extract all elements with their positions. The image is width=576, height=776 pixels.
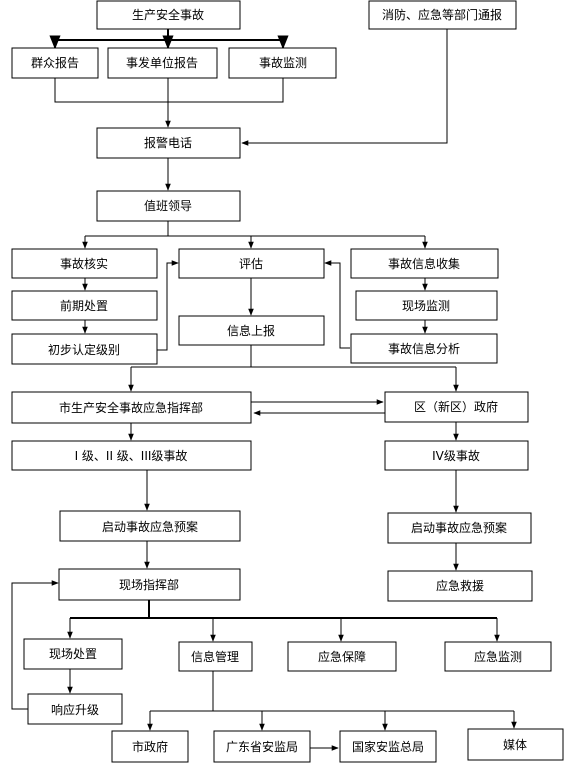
svg-text:消防、应急等部门通报: 消防、应急等部门通报: [382, 7, 502, 22]
svg-text:启动事故应急预案: 启动事故应急预案: [411, 520, 507, 535]
svg-text:应急保障: 应急保障: [318, 649, 366, 664]
svg-text:事故信息分析: 事故信息分析: [388, 341, 460, 356]
svg-text:现场监测: 现场监测: [402, 299, 450, 313]
node-city-gov: 市政府: [111, 730, 189, 763]
node-info-report: 信息上报: [178, 315, 325, 346]
svg-text:信息管理: 信息管理: [191, 649, 239, 664]
node-site-command: 现场指挥部: [58, 568, 241, 601]
svg-text:事发单位报告: 事发单位报告: [126, 55, 198, 70]
node-emergency-support: 应急保障: [287, 641, 397, 672]
svg-text:事故信息收集: 事故信息收集: [388, 256, 460, 271]
arrow-upgrade-to-command: [11, 580, 59, 710]
node-media: 媒体: [467, 728, 564, 761]
svg-text:前期处置: 前期处置: [60, 298, 108, 313]
arrow-fire-notify-to-alarm: [241, 29, 448, 146]
connector-report-split: [131, 345, 456, 368]
node-info-manage: 信息管理: [178, 641, 253, 672]
node-info-collect: 事故信息收集: [350, 248, 499, 279]
node-national-safety: 国家安监总局: [339, 730, 437, 763]
node-start-plan-district: 启动事故应急预案: [387, 512, 532, 544]
svg-text:响应升级: 响应升级: [51, 702, 99, 717]
svg-text:值班领导: 值班领导: [144, 198, 192, 213]
svg-text:现场指挥部: 现场指挥部: [119, 577, 179, 592]
svg-text:国家安监总局: 国家安监总局: [352, 739, 424, 754]
node-city-hq: 市生产安全事故应急指挥部: [11, 391, 252, 424]
node-initial-level: 初步认定级别: [11, 333, 158, 365]
svg-text:媒体: 媒体: [503, 738, 527, 752]
svg-text:市生产安全事故应急指挥部: 市生产安全事故应急指挥部: [59, 400, 203, 415]
node-public-report: 群众报告: [11, 47, 99, 79]
svg-text:IV级事故: IV级事故: [432, 448, 480, 463]
svg-text:生产安全事故: 生产安全事故: [132, 7, 204, 22]
node-accident-monitor: 事故监测: [228, 47, 337, 79]
node-gd-safety: 广东省安监局: [213, 730, 311, 763]
node-emergency-monitor: 应急监测: [444, 641, 552, 672]
svg-text:事故监测: 事故监测: [259, 55, 307, 70]
svg-text:群众报告: 群众报告: [31, 55, 79, 70]
svg-text:应急救援: 应急救援: [436, 578, 484, 593]
svg-text:I 级、II 级、III级事故: I 级、II 级、III级事故: [75, 448, 188, 463]
svg-text:区（新区）政府: 区（新区）政府: [414, 399, 498, 414]
node-evaluate: 评估: [178, 248, 325, 279]
node-response-upgrade: 响应升级: [27, 693, 123, 725]
node-fire-notify: 消防、应急等部门通报: [368, 0, 517, 30]
node-level-123: I 级、II 级、III级事故: [11, 440, 252, 471]
node-site-monitor: 现场监测: [355, 290, 498, 321]
svg-text:事故核实: 事故核实: [60, 256, 108, 271]
arrow-initial-level-to-evaluate: [157, 260, 179, 351]
svg-text:广东省安监局: 广东省安监局: [226, 739, 298, 754]
svg-text:报警电话: 报警电话: [144, 135, 192, 150]
svg-text:应急监测: 应急监测: [474, 649, 522, 664]
node-early-handle: 前期处置: [11, 290, 158, 321]
svg-text:评估: 评估: [239, 257, 263, 271]
svg-text:启动事故应急预案: 启动事故应急预案: [102, 519, 198, 534]
node-start-plan-city: 启动事故应急预案: [59, 510, 241, 542]
node-duty-leader: 值班领导: [96, 190, 241, 222]
connector-leader-split: [85, 221, 425, 237]
arrow-info-analysis-to-evaluate: [324, 260, 350, 349]
node-alarm-call: 报警电话: [96, 127, 241, 159]
svg-text:初步认定级别: 初步认定级别: [48, 342, 120, 357]
svg-text:市政府: 市政府: [132, 739, 168, 754]
node-unit-report: 事发单位报告: [107, 47, 218, 79]
connector-merge-reports: [54, 78, 284, 103]
connector-info-manage-split: [150, 671, 514, 712]
svg-text:现场处置: 现场处置: [49, 647, 97, 661]
node-emergency-rescue: 应急救援: [387, 570, 533, 602]
node-info-analysis: 事故信息分析: [350, 333, 498, 364]
node-accident: 生产安全事故: [96, 0, 241, 30]
connector-accident-split: [55, 29, 283, 41]
node-district-gov: 区（新区）政府: [384, 391, 529, 423]
node-site-handle: 现场处置: [23, 638, 123, 670]
svg-text:信息上报: 信息上报: [227, 323, 275, 338]
node-level-4: IV级事故: [384, 440, 529, 471]
connector-command-split: [70, 600, 497, 619]
node-verify: 事故核实: [11, 248, 158, 279]
